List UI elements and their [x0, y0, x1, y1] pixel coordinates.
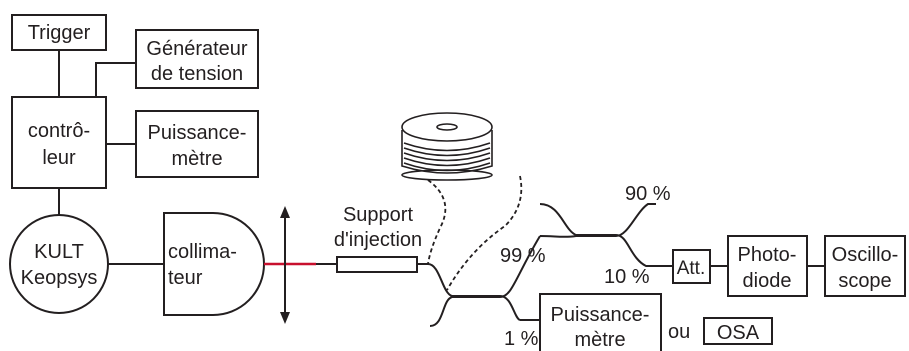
power-meter-top-line1: Puissance-: [148, 122, 247, 144]
oscilloscope-label-line2: scope: [838, 270, 891, 292]
fiber-lead-dashed-2: [446, 175, 523, 291]
power-meter-bottom-line2: mètre: [574, 329, 625, 351]
ratio-1-label: 1 %: [504, 328, 539, 350]
photodiode-label-line1: Photo-: [738, 244, 797, 266]
trigger-label: Trigger: [28, 22, 91, 44]
laser-source-circle: KULT Keopsys: [9, 214, 109, 314]
attenuator-label: Att.: [677, 258, 706, 279]
collimator-label-line1: collima-: [168, 241, 237, 263]
injection-support-label-line2: d'injection: [334, 229, 422, 251]
or-label: ou: [668, 321, 690, 343]
injection-support-label-line1: Support: [343, 204, 413, 226]
fiber-spool-icon: [401, 112, 493, 181]
controller-label-line1: contrô-: [28, 120, 90, 142]
power-meter-top-box: Puissance- mètre: [135, 110, 259, 178]
controller-box: contrô- leur: [11, 96, 107, 189]
collimator-shape: collima- teur: [163, 212, 265, 316]
fiber-lead-dashed-1: [427, 179, 447, 265]
controller-label-line2: leur: [42, 147, 76, 169]
ratio-99-label: 99 %: [500, 245, 546, 267]
attenuator-box: Att.: [672, 249, 711, 284]
generator-label-line2: de tension: [151, 63, 243, 85]
laser-label-line1: KULT: [34, 241, 84, 263]
oscilloscope-box: Oscillo- scope: [824, 235, 906, 297]
trigger-box: Trigger: [11, 14, 107, 51]
double-arrow-lens-icon: [280, 206, 290, 324]
collimator-label-line2: teur: [168, 267, 203, 289]
osa-label: OSA: [717, 322, 760, 344]
power-meter-bottom-line1: Puissance-: [551, 304, 650, 326]
injection-support-box: [336, 256, 418, 273]
osa-box: OSA: [703, 317, 773, 345]
coupler1-fiber-b: [429, 235, 541, 327]
photodiode-label-line2: diode: [743, 270, 792, 292]
power-meter-bottom-box: Puissance- mètre: [539, 293, 662, 351]
ratio-10-label: 10 %: [604, 266, 650, 288]
generator-to-controller-line: [95, 62, 136, 97]
laser-label-line2: Keopsys: [21, 267, 98, 289]
generator-label-line1: Générateur: [146, 38, 248, 60]
oscilloscope-label-line1: Oscillo-: [832, 244, 899, 266]
voltage-generator-box: Générateur de tension: [135, 29, 259, 89]
ratio-90-label: 90 %: [625, 183, 671, 205]
power-meter-top-line2: mètre: [171, 148, 222, 170]
coupler2-fiber-b: [539, 203, 656, 238]
photodiode-box: Photo- diode: [727, 235, 808, 297]
